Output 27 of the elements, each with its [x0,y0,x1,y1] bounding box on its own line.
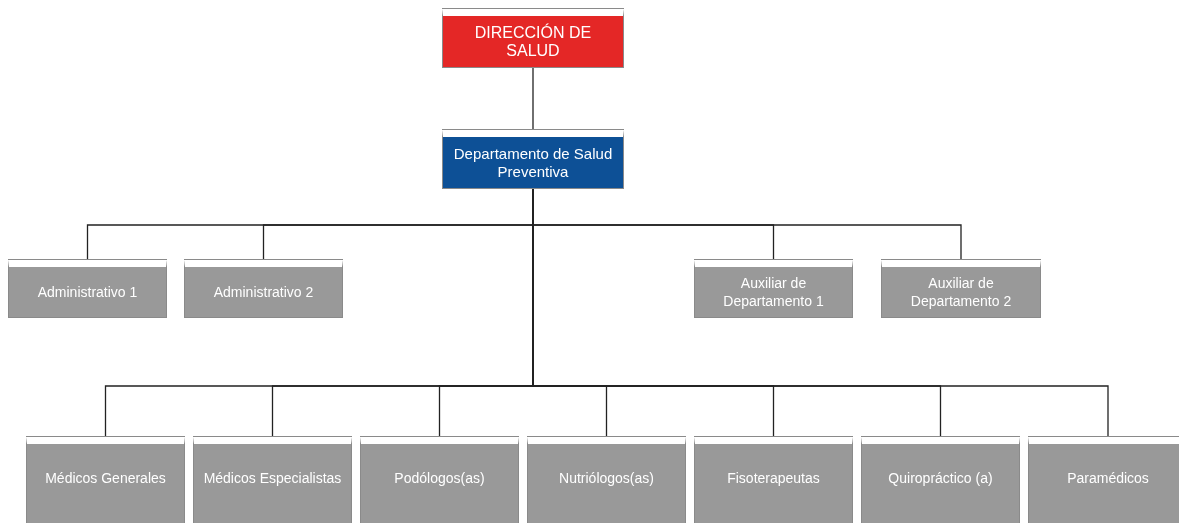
org-chart-box [360,437,519,523]
org-chart-box [1028,437,1179,523]
org-chart-box [26,437,185,523]
box-label: Nutriólogos(as) [559,469,654,487]
box-label: Auxiliar de Departamento 1 [722,274,825,310]
org-chart-box [694,260,853,318]
box-label: Fisoterapeutas [727,469,820,487]
box-label: Administrativo 1 [37,283,138,301]
box-label: Paramédicos [1067,469,1149,487]
box-label: Podólogos(as) [394,469,485,487]
box-label: Departamento de Salud Preventiva [452,144,614,181]
box-label: Médicos Especialistas [203,469,342,487]
org-chart-box [184,260,343,318]
box-label: DIRECCIÓN DE SALUD [473,23,593,60]
org-chart-box [442,130,624,189]
box-label: Administrativo 2 [213,283,314,301]
box-label: Quiropráctico (a) [888,469,993,487]
org-chart-box [442,9,624,68]
connector-line [532,67,534,130]
org-chart-box [527,437,686,523]
org-chart-box [193,437,352,523]
box-label: Auxiliar de Departamento 2 [909,274,1013,310]
box-label: Médicos Generales [45,469,166,487]
org-chart-box [861,437,1020,523]
org-chart-box [694,437,853,523]
org-chart-box [881,260,1041,318]
org-chart-box [8,260,167,318]
